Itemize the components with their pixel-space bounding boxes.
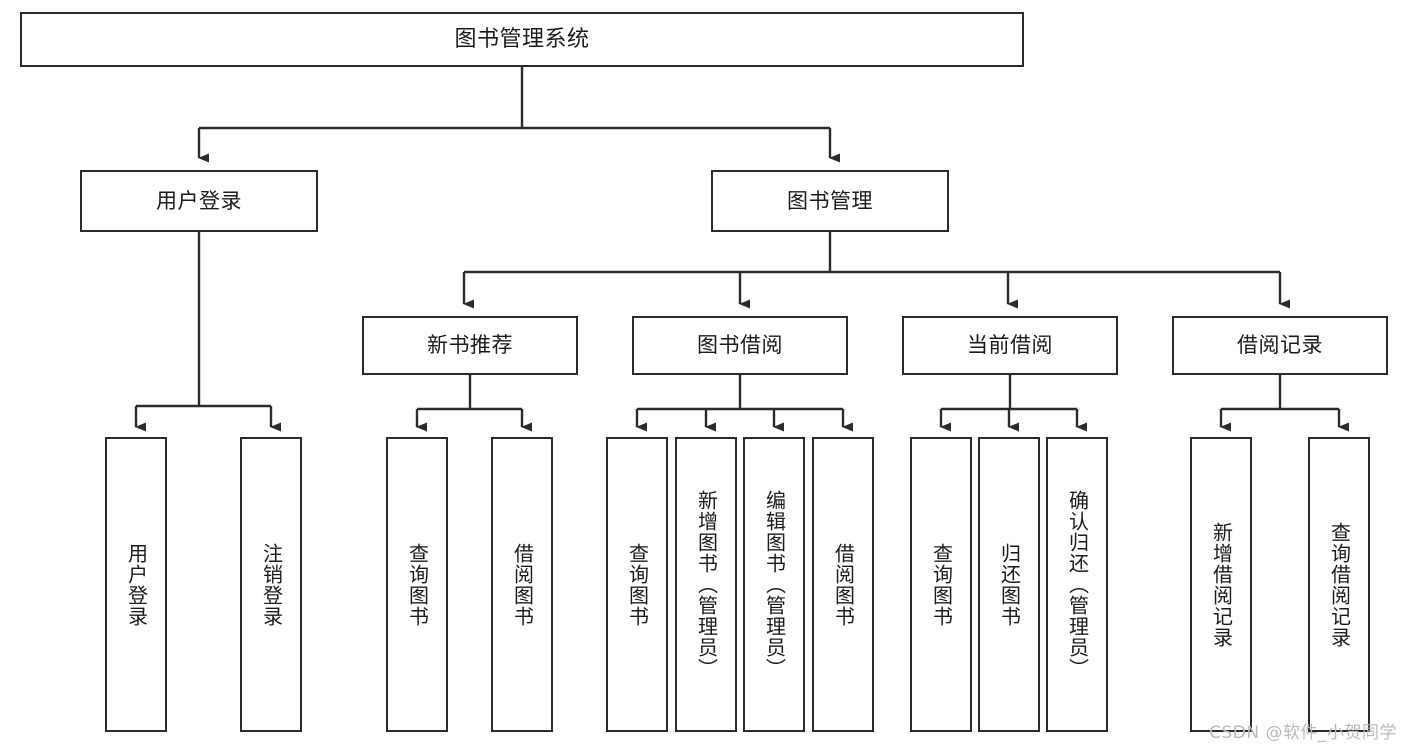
node-label: 查询图书: [929, 542, 954, 627]
node-leaf-query-record[interactable]: 查询借阅记录: [1308, 437, 1370, 732]
node-label: 用户登录: [124, 542, 149, 627]
node-label: 确认归还（管理员）: [1065, 490, 1090, 679]
node-label: 图书管理: [787, 188, 873, 213]
node-current-borrow[interactable]: 当前借阅: [902, 316, 1118, 375]
node-leaf-logout-login[interactable]: 注销登录: [240, 437, 302, 732]
node-borrow-record[interactable]: 借阅记录: [1172, 316, 1388, 375]
node-leaf-add-record[interactable]: 新增借阅记录: [1190, 437, 1252, 732]
node-new-book-recommend[interactable]: 新书推荐: [362, 316, 578, 375]
node-leaf-query-book-2[interactable]: 查询图书: [606, 437, 668, 732]
node-leaf-borrow-book-2[interactable]: 借阅图书: [812, 437, 874, 732]
node-label: 查询借阅记录: [1327, 521, 1352, 648]
node-root-book-management-system[interactable]: 图书管理系统: [20, 12, 1024, 67]
node-book-borrow[interactable]: 图书借阅: [632, 316, 848, 375]
node-book-management[interactable]: 图书管理: [711, 170, 949, 232]
node-leaf-query-book-3[interactable]: 查询图书: [910, 437, 972, 732]
node-leaf-add-book[interactable]: 新增图书（管理员）: [675, 437, 737, 732]
node-leaf-query-book-1[interactable]: 查询图书: [386, 437, 448, 732]
node-leaf-borrow-book-1[interactable]: 借阅图书: [491, 437, 553, 732]
node-label: 新增借阅记录: [1209, 521, 1234, 648]
node-label: 注销登录: [259, 542, 284, 627]
node-label: 借阅记录: [1237, 333, 1323, 358]
node-leaf-return-book[interactable]: 归还图书: [978, 437, 1040, 732]
node-label: 新增图书（管理员）: [694, 490, 719, 679]
node-label: 新书推荐: [427, 333, 513, 358]
node-leaf-user-login[interactable]: 用户登录: [105, 437, 167, 732]
node-label: 查询图书: [405, 542, 430, 627]
node-label: 用户登录: [156, 188, 242, 213]
node-label: 图书管理系统: [454, 26, 590, 52]
node-user-login[interactable]: 用户登录: [80, 170, 318, 232]
node-label: 归还图书: [997, 542, 1022, 627]
watermark-text: CSDN @软件_小贺同学: [1209, 723, 1397, 743]
node-label: 当前借阅: [967, 333, 1053, 358]
node-label: 编辑图书（管理员）: [762, 490, 787, 679]
node-label: 借阅图书: [510, 542, 535, 627]
node-label: 查询图书: [625, 542, 650, 627]
node-label: 图书借阅: [697, 333, 783, 358]
node-leaf-edit-book[interactable]: 编辑图书（管理员）: [743, 437, 805, 732]
node-label: 借阅图书: [831, 542, 856, 627]
node-leaf-confirm-return[interactable]: 确认归还（管理员）: [1046, 437, 1108, 732]
